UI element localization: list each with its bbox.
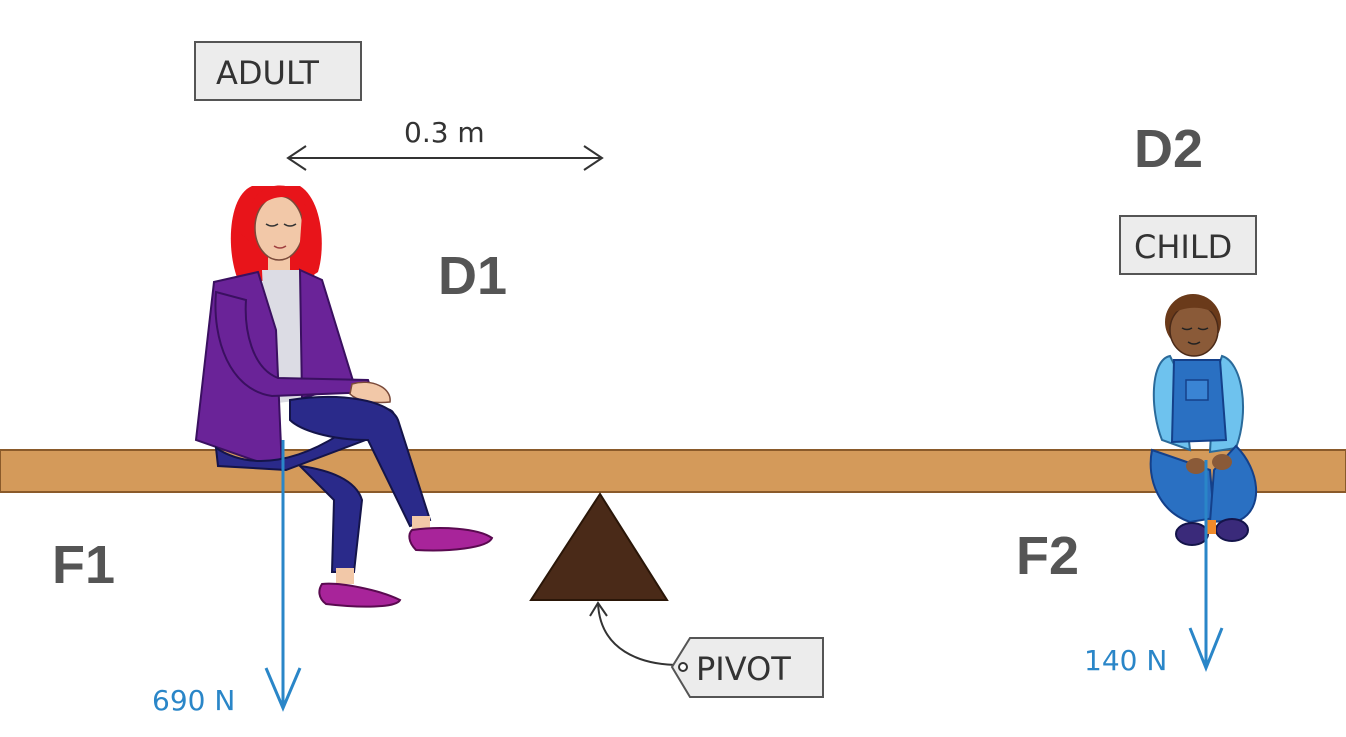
d1-label: D1: [438, 246, 507, 306]
adult-tag: ADULT: [194, 41, 362, 101]
seesaw-plank: [0, 449, 1346, 493]
adult-figure: [194, 185, 494, 608]
distance-label: 0.3 m: [404, 116, 485, 149]
f2-label: F2: [1016, 526, 1079, 586]
pivot-tag: PIVOT: [589, 601, 824, 698]
d2-label: D2: [1134, 119, 1203, 179]
fulcrum-triangle: [529, 492, 669, 601]
distance-arrow: 0.3 m: [286, 116, 604, 171]
force2-label: 140 N: [1084, 644, 1167, 677]
adult-label: ADULT: [216, 54, 319, 92]
pivot-label: PIVOT: [696, 650, 791, 688]
force-arrow-adult: 690 N: [152, 440, 302, 717]
f1-label: F1: [52, 535, 115, 595]
force1-label: 690 N: [152, 684, 235, 717]
child-label: CHILD: [1134, 228, 1232, 266]
child-tag: CHILD: [1119, 215, 1257, 275]
force-arrow-child: 140 N: [1084, 460, 1224, 677]
child-figure: [1149, 294, 1257, 546]
